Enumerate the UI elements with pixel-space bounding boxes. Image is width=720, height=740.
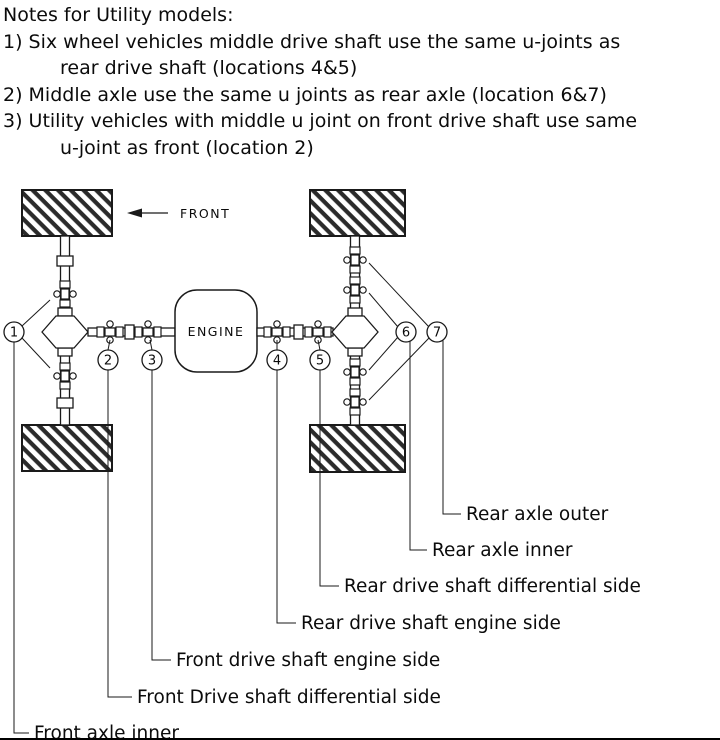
rear-tire-bottom — [309, 424, 406, 473]
u-joint-rear-shaft-diff-side — [304, 320, 332, 344]
pointer-7-lower — [368, 337, 430, 401]
callout-5-number: 5 — [316, 354, 324, 369]
pointer-2 — [107, 339, 111, 351]
rear-diff-stub-top — [347, 307, 363, 317]
label-leader-lines — [13, 340, 461, 734]
engine-label: ENGINE — [188, 324, 245, 339]
rear-tire-top — [309, 189, 406, 237]
u-joint-front-axle-lower — [53, 362, 77, 390]
front-differential — [41, 315, 89, 349]
callout-pointer-lines — [21, 262, 430, 401]
drivetrain-diagram: FRONT — [3, 189, 641, 740]
u-joint-front-shaft-diff-side — [96, 320, 124, 344]
rear-diff-stub-bottom — [347, 347, 363, 357]
pointer-1-lower — [21, 337, 51, 369]
label-rear-drive-shaft-engine-side: Rear drive shaft engine side — [301, 613, 561, 634]
callout-2 — [97, 349, 119, 371]
rear-drive-shaft — [256, 320, 334, 344]
leader-6 — [409, 340, 427, 551]
leader-5 — [319, 370, 339, 587]
front-direction-arrow — [127, 208, 168, 218]
callout-7-number: 7 — [433, 326, 441, 341]
pointer-6-upper — [368, 292, 399, 328]
callout-3-number: 3 — [148, 354, 156, 369]
u-joint-rear-axle-lower-outer — [343, 388, 367, 416]
pointer-1-upper — [21, 299, 51, 327]
notes-title: Notes for Utility models: — [3, 4, 234, 26]
label-rear-axle-inner: Rear axle inner — [432, 540, 573, 561]
rear-differential — [331, 315, 379, 349]
callout-numbers: 1 2 3 4 5 6 7 — [10, 326, 441, 369]
callout-1 — [3, 321, 25, 343]
notes-line: 2) Middle axle use the same u joints as … — [3, 83, 607, 106]
pointer-7-upper — [368, 262, 430, 328]
notes-line: rear drive shaft (locations 4&5) — [60, 57, 358, 79]
notes-line: 1) Six wheel vehicles middle drive shaft… — [3, 30, 621, 53]
pointer-3 — [149, 339, 153, 351]
label-rear-axle-outer: Rear axle outer — [466, 504, 609, 525]
callout-4-number: 4 — [273, 354, 281, 369]
notes: Notes for Utility models: 1) Six wheel v… — [3, 2, 718, 161]
front-drive-shaft — [87, 320, 176, 344]
front-axle-assembly — [21, 189, 113, 472]
callout-6 — [395, 321, 417, 343]
leader-1 — [13, 342, 29, 734]
u-joint-rear-axle-upper-inner — [343, 276, 367, 304]
callout-5 — [309, 349, 331, 371]
leader-4 — [276, 370, 296, 624]
u-joint-rear-shaft-engine-side — [263, 320, 291, 344]
label-front-drive-shaft-differential-side: Front Drive shaft differential side — [137, 687, 441, 708]
label-front-drive-shaft-engine-side: Front drive shaft engine side — [176, 650, 440, 671]
u-joint-front-shaft-engine-side — [134, 320, 162, 344]
callout-circles — [3, 321, 448, 371]
u-joint-rear-axle-lower-inner — [343, 358, 367, 386]
pointer-5 — [317, 339, 321, 351]
pointer-6-lower — [368, 336, 399, 371]
callout-7 — [426, 321, 448, 343]
front-drive-shaft-coupler — [124, 324, 135, 340]
front-tire-bottom — [21, 424, 113, 472]
callout-4 — [266, 349, 288, 371]
rear-drive-shaft-coupler — [293, 324, 304, 340]
label-front-axle-inner: Front axle inner — [34, 723, 179, 740]
callout-1-number: 1 — [10, 326, 18, 341]
leader-2 — [107, 370, 132, 698]
front-label: FRONT — [180, 206, 230, 221]
callout-labels: Rear axle outer Rear axle inner Rear dri… — [34, 504, 641, 740]
front-tire-top — [21, 189, 113, 237]
notes-line: u-joint as front (location 2) — [60, 136, 314, 159]
front-diff-stub-top — [57, 307, 73, 317]
callout-6-number: 6 — [402, 326, 410, 341]
leader-3 — [151, 370, 171, 661]
u-joint-front-axle-upper — [53, 280, 77, 308]
front-axle-coupler-lower — [56, 397, 74, 409]
callout-2-number: 2 — [104, 354, 112, 369]
callout-3 — [141, 349, 163, 371]
front-axle-coupler-upper — [56, 255, 74, 267]
label-rear-drive-shaft-differential-side: Rear drive shaft differential side — [344, 576, 641, 597]
front-diff-stub-bottom — [57, 347, 73, 357]
u-joint-rear-axle-upper-outer — [343, 246, 367, 274]
notes-line: 3) Utility vehicles with middle u joint … — [3, 110, 638, 132]
rear-axle-assembly — [309, 189, 406, 473]
leader-7 — [442, 340, 461, 515]
